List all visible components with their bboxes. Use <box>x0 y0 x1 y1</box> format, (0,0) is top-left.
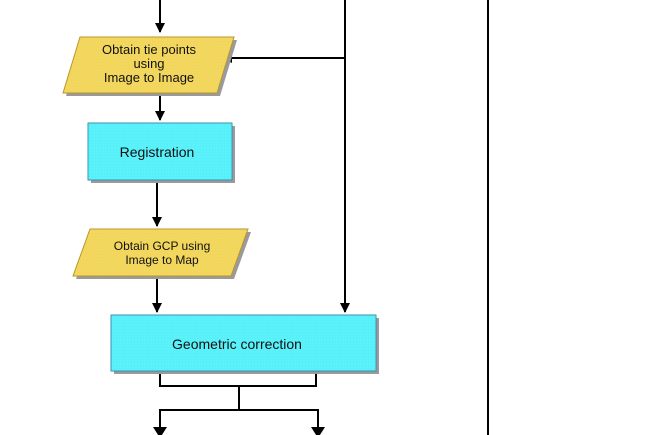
node-gcp-line-2: Image to Map <box>125 253 199 267</box>
bottom-arrowheads <box>153 427 325 435</box>
bottom-right-arrowhead <box>311 427 325 435</box>
node-tie-points-line-1: Obtain tie points <box>102 42 196 57</box>
node-gcp-line-1: Obtain GCP using <box>114 239 211 253</box>
node-tie-points-line-3: Image to Image <box>104 70 194 85</box>
node-gcp: Obtain GCP using Image to Map <box>72 228 251 279</box>
connectors <box>152 0 489 435</box>
node-tie-points-line-2: using <box>133 56 164 71</box>
node-geometric-correction-label: Geometric correction <box>172 336 302 352</box>
node-registration: Registration <box>87 122 235 183</box>
node-geometric-correction: Geometric correction <box>110 314 379 374</box>
bottom-split-line <box>159 409 319 435</box>
node-registration-label: Registration <box>120 144 195 160</box>
bottom-left-arrowhead <box>153 427 167 435</box>
node-tie-points: Obtain tie points using Image to Image <box>62 36 237 96</box>
